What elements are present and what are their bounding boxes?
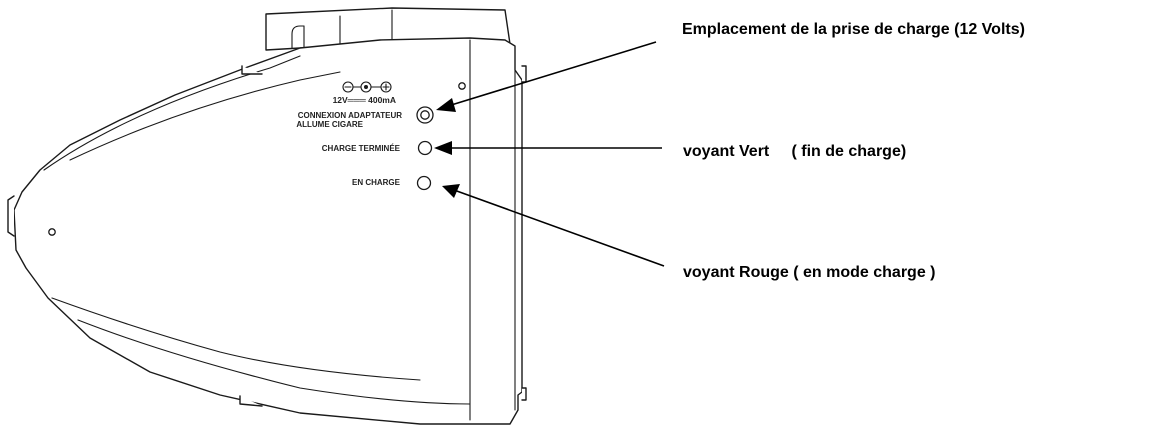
green-led (417, 140, 433, 156)
green-led-label: CHARGE TERMINÉE (322, 144, 401, 153)
red-led (416, 175, 432, 191)
polarity-label: 12V═══ 400mA (333, 95, 396, 105)
red-led-callout: voyant Rouge ( en mode charge ) (683, 264, 935, 281)
red-led-arrow (442, 184, 665, 267)
charger-shell (13, 37, 523, 425)
socket-callout: Emplacement de la prise de charge (12 Vo… (682, 21, 1025, 38)
green-led-arrow (434, 141, 662, 155)
charging-socket-jack (416, 106, 434, 124)
green-led-callout: voyant Vert ( fin de charge) (683, 143, 906, 160)
socket-arrow (436, 41, 657, 112)
polarity-symbol (342, 81, 392, 93)
socket-label-line2: ALLUME CIGARE (296, 120, 363, 129)
red-led-label: EN CHARGE (352, 178, 401, 187)
socket-label-line1: CONNEXION ADAPTATEUR (298, 111, 403, 120)
charger-device-drawing: 12V═══ 400mA CONNEXION ADAPTATEUR ALLUME… (7, 7, 527, 425)
